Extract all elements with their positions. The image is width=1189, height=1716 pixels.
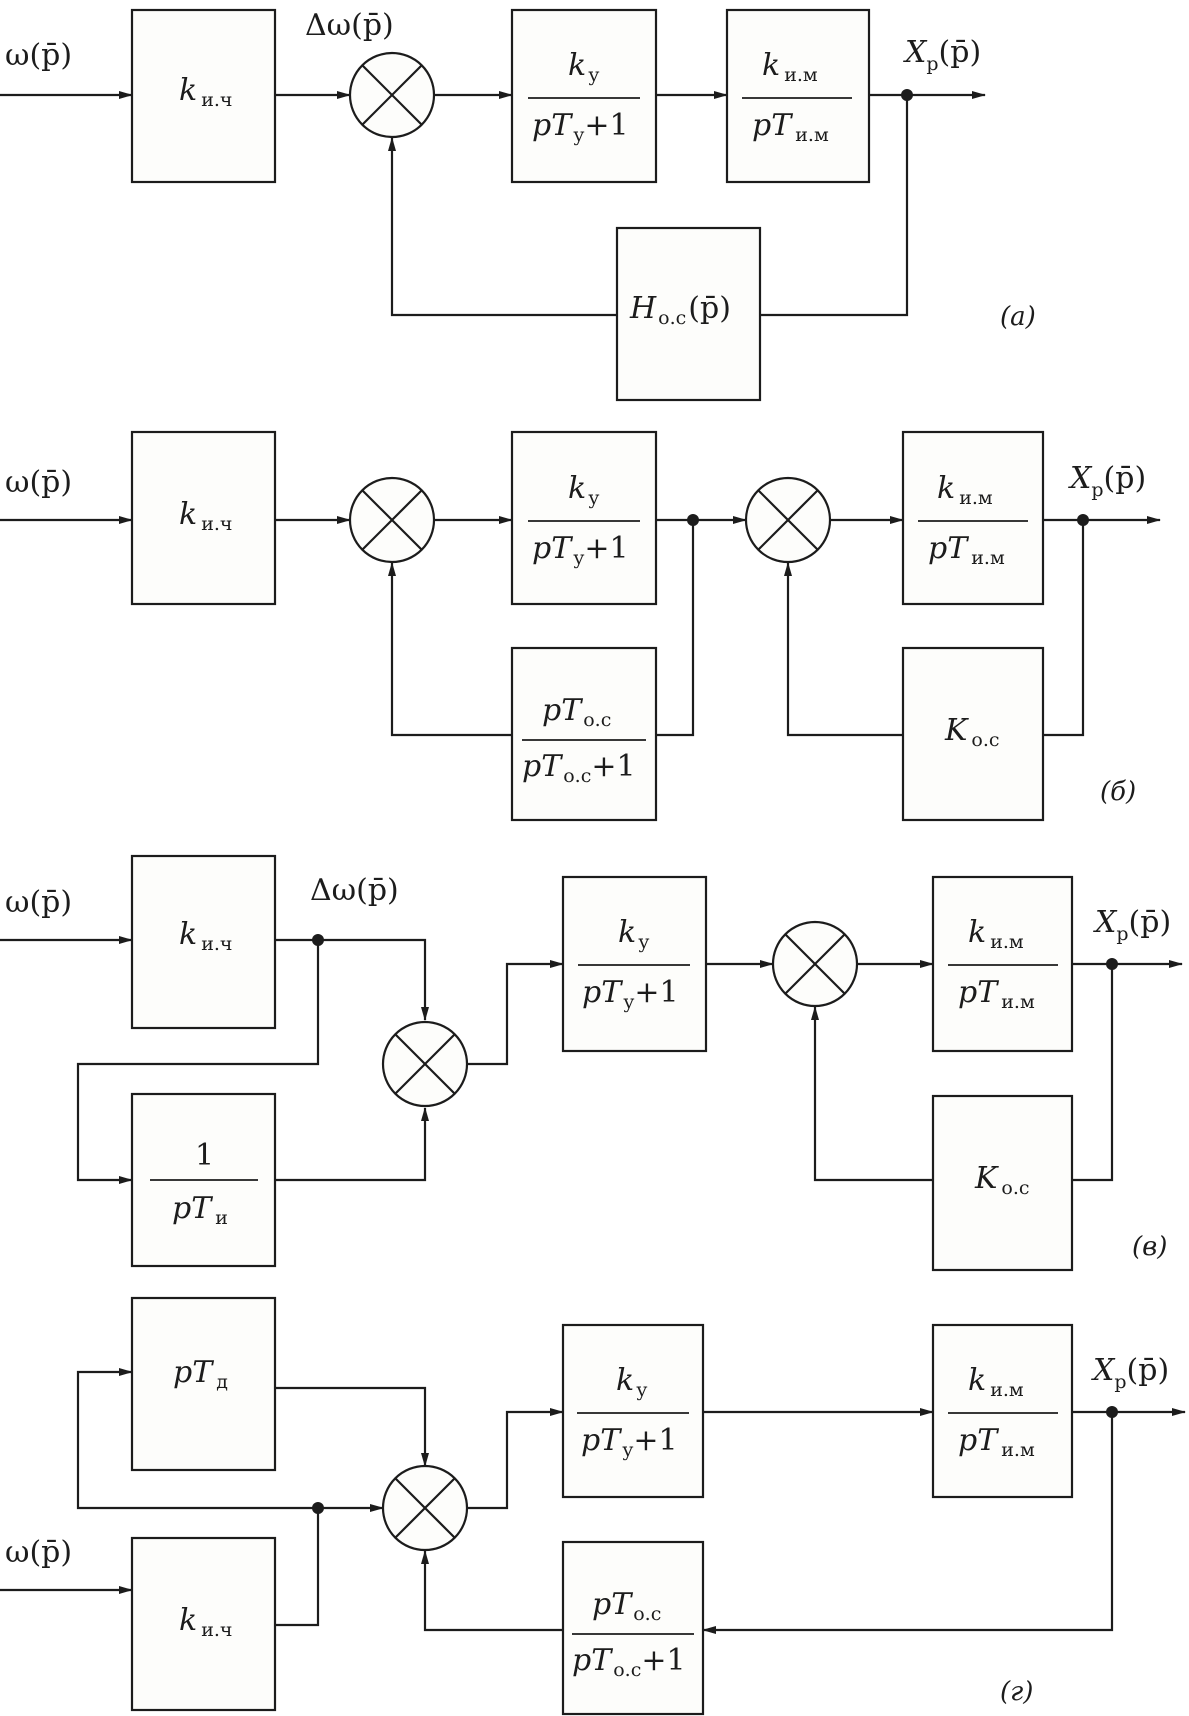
wire — [275, 938, 429, 1021]
feedback-wire — [811, 1006, 933, 1182]
output-label: Xp(p̄) — [1093, 905, 1171, 945]
block-amplifier — [561, 875, 708, 1053]
block-amplifier — [510, 430, 658, 606]
block-motor — [931, 1323, 1074, 1499]
block-motor — [725, 8, 871, 184]
input-label: ω(p̄) — [5, 885, 72, 920]
feedback-wire — [760, 95, 909, 317]
diagram-tag: (г) — [1000, 1677, 1033, 1707]
summing-junction — [744, 476, 832, 564]
summing-junction — [348, 51, 436, 139]
wire — [76, 940, 320, 1184]
feedback-wire — [388, 137, 617, 317]
block-derivative — [130, 1296, 277, 1472]
feedback-wire — [1072, 964, 1114, 1182]
input-label: ω(p̄) — [5, 465, 72, 500]
diagram-tag: (в) — [1132, 1232, 1167, 1262]
block-motor — [931, 875, 1074, 1053]
block-feedback-2 — [931, 1094, 1074, 1272]
summing-junction — [381, 1464, 469, 1552]
input-label: ω(p̄) — [5, 1535, 72, 1570]
wire — [275, 1386, 429, 1467]
feedback-wire — [388, 562, 512, 737]
block-amplifier — [510, 8, 658, 184]
block-amplifier — [561, 1323, 705, 1499]
output-label: Xp(p̄) — [1068, 461, 1146, 501]
summing-junction — [348, 476, 436, 564]
block-feedback-2 — [901, 646, 1045, 822]
summing-junction — [771, 920, 859, 1008]
output-label: Xp(p̄) — [1091, 1353, 1169, 1393]
integrator-numerator: 1 — [195, 1138, 214, 1173]
block-motor — [901, 430, 1045, 606]
feedback-wire — [656, 520, 695, 737]
feedback-wire — [702, 1412, 1114, 1634]
wire — [275, 1107, 429, 1182]
block-feedback — [615, 226, 762, 402]
input-label: ω(p̄) — [5, 38, 72, 73]
output-label: Xp(p̄) — [903, 35, 981, 75]
error-label: Δω(p̄) — [310, 873, 399, 908]
feedback-wire — [1043, 520, 1085, 737]
error-label: Δω(p̄) — [305, 8, 394, 43]
block-feedback-1 — [561, 1540, 705, 1716]
wire — [467, 960, 564, 1066]
wire — [76, 1368, 318, 1510]
diagram-tag: (а) — [1000, 302, 1036, 332]
feedback-wire — [421, 1550, 563, 1632]
wire — [275, 1508, 320, 1627]
feedback-wire — [784, 562, 903, 737]
diagram-tag: (б) — [1100, 777, 1136, 807]
summing-junction — [381, 1020, 469, 1108]
block-k-ich — [130, 854, 277, 1030]
wire — [467, 1408, 564, 1510]
block-feedback-1 — [510, 646, 658, 822]
block-k-ich — [130, 1536, 277, 1712]
block-k-ich — [130, 430, 277, 606]
